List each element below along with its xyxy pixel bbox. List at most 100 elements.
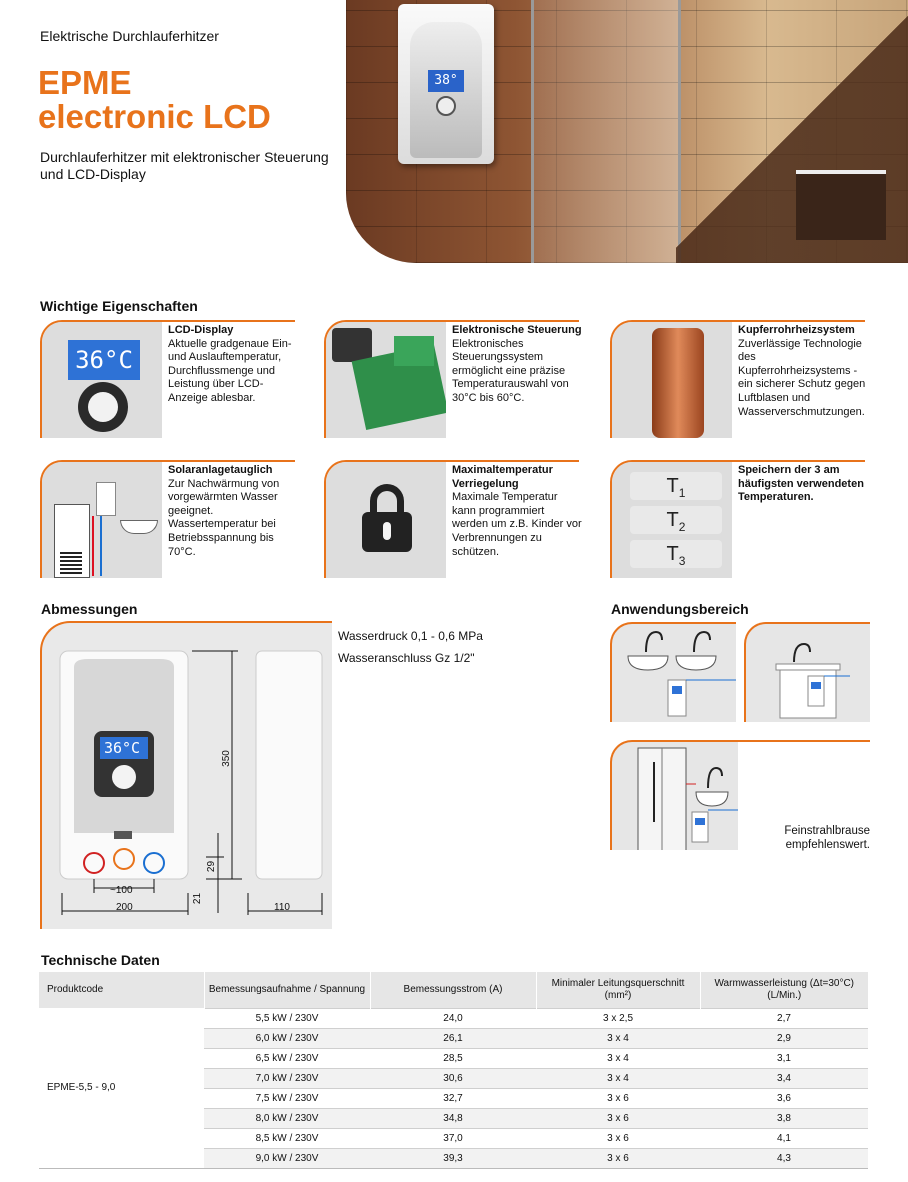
col-hot-water-output: Warmwasserleistung (Δt=30°C) (L/Min.) — [699, 972, 868, 1008]
product-title: EPME electronic LCD — [38, 66, 271, 134]
feature-title: Elektronische Steuerung — [452, 324, 582, 336]
application-shower-basin — [610, 740, 738, 850]
table-cell: 2,9 — [700, 1027, 868, 1048]
table-cell: 9,0 kW / 230V — [204, 1147, 370, 1169]
feature-title: Maximaltemperatur Verriegelung — [452, 464, 553, 490]
table-cell: 3 x 4 — [536, 1067, 700, 1088]
heater-unit-icon — [96, 482, 116, 516]
feature-title: LCD-Display — [168, 324, 234, 336]
table-cell: 3 x 6 — [536, 1127, 700, 1148]
dimensions-heading: Abmessungen — [41, 601, 138, 617]
hero-lcd-display: 38° — [428, 70, 464, 92]
product-title-line1: EPME — [38, 64, 132, 101]
feature-card-memory: T1 T2 T3 Speichern der 3 am häufigsten v… — [610, 460, 865, 578]
feature-text: Aktuelle gradgenaue Ein- und Auslauftemp… — [168, 337, 292, 404]
col-current: Bemessungsstrom (A) — [369, 972, 536, 1008]
table-cell: 6,5 kW / 230V — [204, 1047, 370, 1068]
dimension-drawing: 36°C 350 ~100 200 21 29 110 — [40, 621, 332, 929]
dim-depth: 110 — [274, 902, 290, 913]
table-cell: 34,8 — [370, 1107, 536, 1128]
circuit-board-image — [326, 322, 446, 438]
hero-water-heater: 38° — [398, 4, 494, 164]
table-cell: 5,5 kW / 230V — [204, 1007, 370, 1028]
table-cell: 6,0 kW / 230V — [204, 1027, 370, 1048]
copper-pipe-image — [612, 322, 732, 438]
table-cell: 3 x 4 — [536, 1027, 700, 1048]
product-description: Durchlauferhitzer mit elektronischer Ste… — [40, 149, 329, 182]
product-title-line2: electronic LCD — [38, 98, 271, 135]
table-cell: 4,1 — [700, 1127, 868, 1148]
table-cell: 8,0 kW / 230V — [204, 1107, 370, 1128]
preset-t2: T2 — [630, 506, 722, 534]
product-code-cell: EPME-5,5 - 9,0 — [39, 1008, 204, 1169]
table-cell: 3,8 — [700, 1107, 868, 1128]
dim-29: 29 — [206, 860, 218, 873]
table-cell: 32,7 — [370, 1087, 536, 1108]
table-cell: 39,3 — [370, 1147, 536, 1169]
temperature-presets-image: T1 T2 T3 — [612, 462, 732, 578]
table-cell: 24,0 — [370, 1007, 536, 1028]
table-cell: 3 x 6 — [536, 1107, 700, 1128]
feature-text: Zuverlässige Technologie des Kupferrohrh… — [738, 337, 866, 418]
lcd-screen: 36°C — [68, 340, 140, 380]
water-connection: Wasseranschluss Gz 1/2" — [338, 651, 475, 665]
feature-text: Elektronisches Steuerungssystem ermöglic… — [452, 337, 569, 404]
washbasin-icon — [120, 520, 158, 534]
feature-title: Solaranlagetauglich — [168, 464, 273, 476]
shower-glass — [531, 0, 681, 263]
table-cell: 3 x 4 — [536, 1047, 700, 1068]
hero-knob — [436, 96, 456, 116]
preset-t3: T3 — [630, 540, 722, 568]
col-cross-section: Minimaler Leitungsquerschnitt (mm²) — [535, 972, 700, 1008]
table-cell: 3,4 — [700, 1067, 868, 1088]
lock-icon — [326, 462, 446, 578]
drawing-lcd-screen: 36°C — [103, 739, 141, 757]
application-vanity-cabinet — [744, 622, 870, 722]
feature-text: Zur Nachwärmung von vorgewärmten Wasser … — [168, 477, 280, 558]
dim-spacing: ~100 — [110, 885, 133, 896]
feature-title: Speichern der 3 am häufigsten verwendete… — [738, 464, 864, 504]
dim-21: 21 — [192, 892, 204, 905]
washbasin-cabinet — [796, 170, 886, 240]
dim-height: 350 — [220, 750, 232, 767]
table-cell: 3 x 6 — [536, 1147, 700, 1169]
dim-width: 200 — [116, 902, 133, 913]
solar-diagram-image — [42, 462, 162, 578]
feature-title: Kupferrohrheizsystem — [738, 324, 855, 336]
hero-bathroom-image: 38° — [346, 0, 908, 263]
table-cell: 26,1 — [370, 1027, 536, 1048]
table-cell: 28,5 — [370, 1047, 536, 1068]
table-cell: 4,3 — [700, 1147, 868, 1169]
application-two-basins — [610, 622, 736, 722]
tech-data-table: Produktcode Bemessungsaufnahme / Spannun… — [39, 972, 868, 1169]
preset-t1: T1 — [630, 472, 722, 500]
table-cell: 8,5 kW / 230V — [204, 1127, 370, 1148]
feature-text: Maximale Temperatur kann programmiert we… — [452, 491, 582, 558]
table-cell: 3,1 — [700, 1047, 868, 1068]
table-cell: 3 x 2,5 — [536, 1007, 700, 1028]
table-cell: 7,5 kW / 230V — [204, 1087, 370, 1108]
knob-icon — [88, 392, 118, 422]
shower-recommendation: Feinstrahlbrause empfehlenswert. — [784, 825, 870, 851]
features-heading: Wichtige Eigenschaften — [40, 298, 198, 314]
lcd-display-image: 36°C — [42, 322, 162, 438]
col-product-code: Produktcode — [39, 972, 204, 1008]
table-cell: 2,7 — [700, 1007, 868, 1028]
water-pressure: Wasserdruck 0,1 - 0,6 MPa — [338, 629, 483, 643]
category-label: Elektrische Durchlauferhitzer — [40, 28, 219, 44]
application-heading: Anwendungsbereich — [611, 601, 749, 617]
table-cell: 30,6 — [370, 1067, 536, 1088]
